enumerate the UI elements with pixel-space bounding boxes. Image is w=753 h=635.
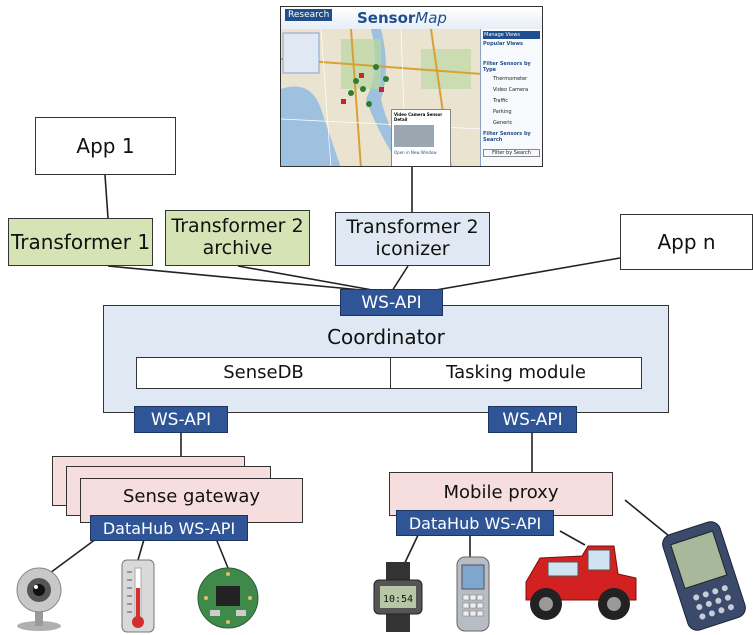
mobile-proxy-label: Mobile proxy (443, 482, 559, 503)
transformer-2-archive-box: Transformer 2 archive (165, 210, 310, 266)
coordinator-label: Coordinator (327, 325, 445, 349)
sense-gateway-label: Sense gateway (122, 486, 261, 507)
pda-icon (662, 521, 746, 631)
coordinator-box: Coordinator SenseDB Tasking module (103, 305, 669, 413)
transformer-2-archive-line2: archive (202, 237, 273, 259)
watch-icon: 10:54 (373, 562, 423, 632)
sensedb-module: SenseDB (137, 358, 391, 388)
transformer-2-iconizer-box: Transformer 2 iconizer (335, 212, 490, 266)
sensormap-header: Research SensorMap (281, 7, 542, 30)
app-1-label: App 1 (76, 133, 135, 158)
webcam-icon (16, 567, 62, 631)
tasking-module: Tasking module (391, 358, 641, 388)
transformer-1-box: Transformer 1 (8, 218, 153, 266)
phone-icon (456, 556, 490, 632)
tasking-label: Tasking module (446, 361, 586, 383)
sensormap-title: SensorMap (357, 9, 447, 27)
transformer-2-archive-line1: Transformer 2 (171, 215, 304, 238)
sensedb-label: SenseDB (223, 361, 304, 383)
coordinator-modules: SenseDB Tasking module (136, 357, 642, 389)
transformer-1-label: Transformer 1 (10, 229, 151, 254)
app-n-box: App n (620, 214, 753, 270)
sensormap-brand: Research (285, 9, 333, 21)
sensor-detail-popup: Video Camera Sensor Detail Open in New W… (391, 109, 451, 166)
sensormap-screenshot: Research SensorMap (280, 6, 543, 167)
sensormap-map: Video Camera Sensor Detail Open in New W… (281, 28, 483, 166)
ws-api-right-badge: WS-API (488, 406, 577, 433)
mobile-proxy-box: Mobile proxy (389, 472, 613, 516)
app-n-label: App n (657, 229, 716, 254)
thermometer-icon (121, 559, 155, 633)
transformer-2-iconizer-line1: Transformer 2 (346, 216, 479, 239)
datahub-left-badge: DataHub WS-API (90, 515, 248, 541)
map-graphic (281, 28, 483, 166)
ws-api-left-badge: WS-API (134, 406, 228, 433)
transformer-2-iconizer-line2: iconizer (375, 238, 450, 260)
ws-api-top-badge: WS-API (340, 289, 443, 316)
jeep-icon (525, 545, 637, 620)
svg-text:10:54: 10:54 (383, 594, 413, 605)
sensormap-sidebar: Manage Views Popular Views Filter Sensor… (480, 29, 542, 166)
app-1-box: App 1 (35, 117, 176, 175)
datahub-right-badge: DataHub WS-API (396, 510, 554, 536)
sensor-board-icon (197, 567, 259, 629)
